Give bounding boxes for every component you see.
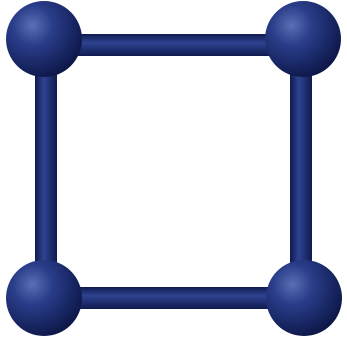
ball-bottom-left (6, 260, 82, 336)
stick-top (44, 34, 302, 56)
ball-top-left (6, 1, 82, 77)
ball-top-right (265, 1, 341, 77)
stick-right (290, 44, 312, 296)
stick-left (35, 44, 57, 296)
stick-bottom (44, 287, 302, 309)
ball-bottom-right (266, 260, 342, 336)
